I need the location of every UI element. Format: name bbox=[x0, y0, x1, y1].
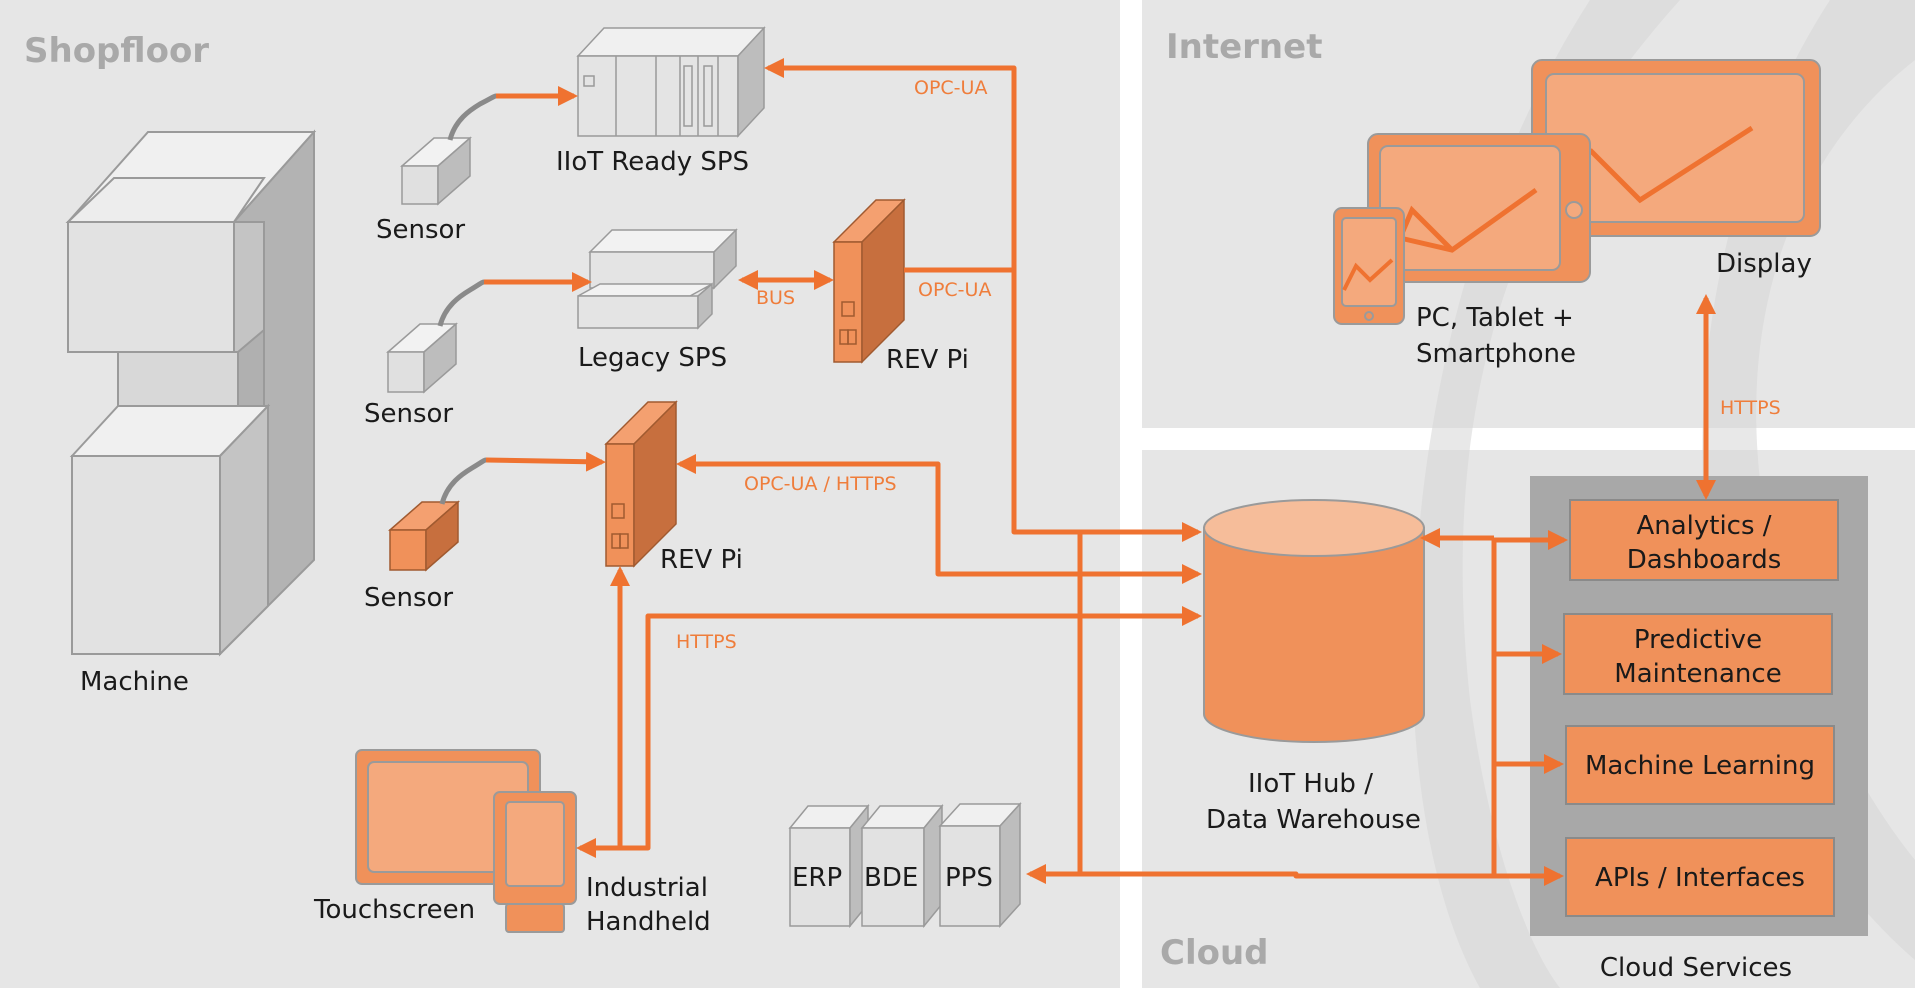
rev-pi-label-2: REV Pi bbox=[660, 545, 743, 575]
opcua-top-label: OPC-UA bbox=[914, 77, 987, 99]
bde-label: BDE bbox=[864, 863, 918, 893]
apis-label: APIs / Interfaces bbox=[1595, 863, 1805, 893]
opcua-revpi-label: OPC-UA bbox=[918, 279, 991, 301]
shopfloor-title: Shopfloor bbox=[24, 31, 209, 71]
conn-hub-revpi2 bbox=[676, 454, 1202, 584]
iiot-hub-database-icon bbox=[1203, 499, 1425, 743]
predictive-label-line1: Predictive bbox=[1634, 625, 1762, 655]
conn-systems-apis bbox=[1026, 864, 1564, 886]
conn-sensor3-revpi2 bbox=[485, 451, 606, 472]
sensor-label-2: Sensor bbox=[364, 399, 453, 429]
sensor-icon-1 bbox=[400, 136, 472, 206]
iiot-ready-sps-icon bbox=[576, 26, 766, 138]
bus-label: BUS bbox=[756, 287, 795, 309]
handheld-label-line1: Industrial bbox=[586, 873, 708, 903]
pc-tablet-label-line2: Smartphone bbox=[1416, 339, 1576, 369]
rev-pi-label-1: REV Pi bbox=[886, 345, 969, 375]
cloud-title: Cloud bbox=[1160, 933, 1269, 973]
apis-interfaces-box: APIs / Interfaces bbox=[1565, 837, 1835, 917]
sensor-icon-3 bbox=[388, 500, 460, 572]
legacy-sps-icon bbox=[577, 228, 738, 330]
touchscreen-label: Touchscreen bbox=[313, 895, 475, 925]
analytics-dashboards-box: Analytics / Dashboards bbox=[1569, 499, 1839, 581]
sensor-wire-1 bbox=[447, 93, 497, 141]
cloud-services-title: Cloud Services bbox=[1600, 953, 1792, 983]
sensor-label-1: Sensor bbox=[376, 215, 465, 245]
sensor-wire-3 bbox=[439, 457, 487, 505]
sensor-wire-2 bbox=[437, 279, 485, 327]
conn-hub-handheld-https bbox=[576, 606, 1202, 858]
https-display-label: HTTPS bbox=[1720, 397, 1781, 419]
opcua-https-label: OPC-UA / HTTPS bbox=[744, 473, 897, 495]
sensor-icon-2 bbox=[386, 322, 458, 394]
pc-tablet-label-line1: PC, Tablet + bbox=[1416, 303, 1574, 333]
machine-learning-box: Machine Learning bbox=[1565, 725, 1835, 805]
machine-learning-label: Machine Learning bbox=[1585, 751, 1815, 781]
analytics-label-line2: Dashboards bbox=[1627, 545, 1782, 575]
machine-label: Machine bbox=[80, 667, 189, 697]
rev-pi-icon-2 bbox=[604, 400, 678, 568]
handheld-label-line2: Handheld bbox=[586, 907, 711, 937]
sensor-label-3: Sensor bbox=[364, 583, 453, 613]
https-handheld-label: HTTPS bbox=[676, 631, 737, 653]
legacy-sps-label: Legacy SPS bbox=[578, 343, 727, 373]
predictive-label-line2: Maintenance bbox=[1614, 659, 1781, 689]
industrial-handheld-icon bbox=[493, 791, 577, 933]
iiot-ready-sps-label: IIoT Ready SPS bbox=[556, 147, 749, 177]
display-label: Display bbox=[1716, 249, 1812, 279]
erp-label: ERP bbox=[792, 863, 842, 893]
predictive-maintenance-box: Predictive Maintenance bbox=[1563, 613, 1833, 695]
analytics-label-line1: Analytics / bbox=[1636, 511, 1771, 541]
internet-title: Internet bbox=[1166, 27, 1322, 67]
pps-label: PPS bbox=[945, 863, 993, 893]
hub-label-line2: Data Warehouse bbox=[1206, 805, 1421, 835]
machine-icon bbox=[65, 129, 317, 657]
smartphone-icon bbox=[1333, 207, 1405, 325]
display-icon bbox=[1531, 59, 1821, 237]
hub-label-line1: IIoT Hub / bbox=[1248, 769, 1373, 799]
